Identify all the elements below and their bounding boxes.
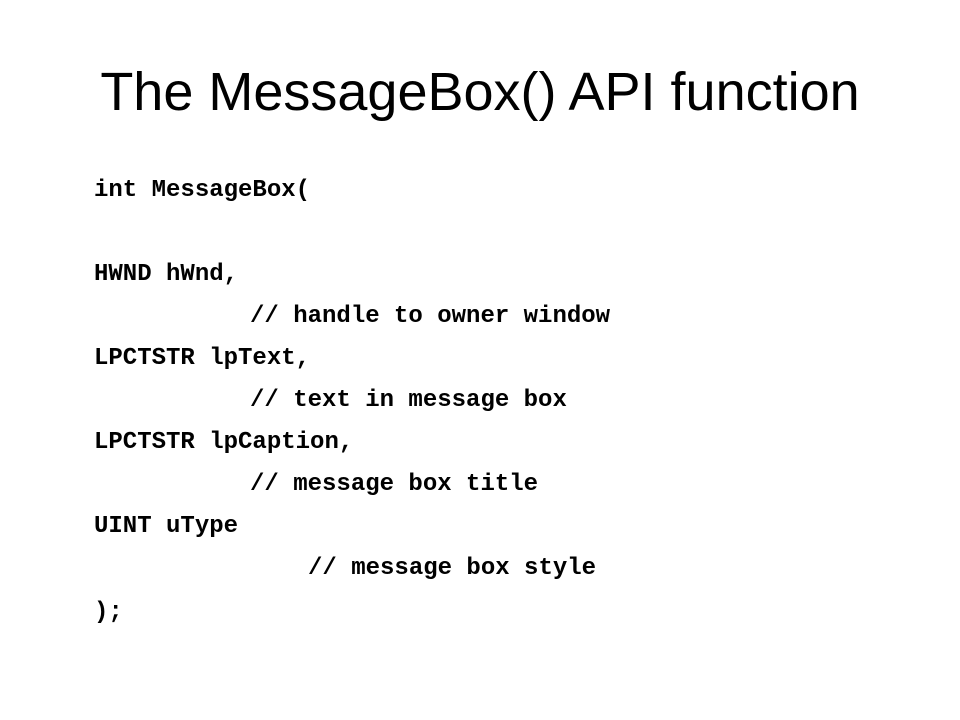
- code-line-param-lptext: LPCTSTR lpText,: [94, 345, 311, 372]
- slide-title: The MessageBox() API function: [100, 62, 860, 122]
- code-comment-lptext: // text in message box: [250, 387, 567, 414]
- code-line-param-hwnd: HWND hWnd,: [94, 261, 239, 288]
- code-comment-hwnd: // handle to owner window: [250, 303, 611, 330]
- code-comment-lpcaption: // message box title: [250, 471, 539, 498]
- code-line-close: );: [94, 599, 123, 626]
- code-line-signature: int MessageBox(: [94, 177, 311, 204]
- code-comment-utype: // message box style: [308, 555, 597, 582]
- code-block: int MessageBox( HWND hWnd, // handle to …: [94, 0, 894, 720]
- code-line-param-lpcaption: LPCTSTR lpCaption,: [94, 429, 354, 456]
- code-line-param-utype: UINT uType: [94, 513, 239, 540]
